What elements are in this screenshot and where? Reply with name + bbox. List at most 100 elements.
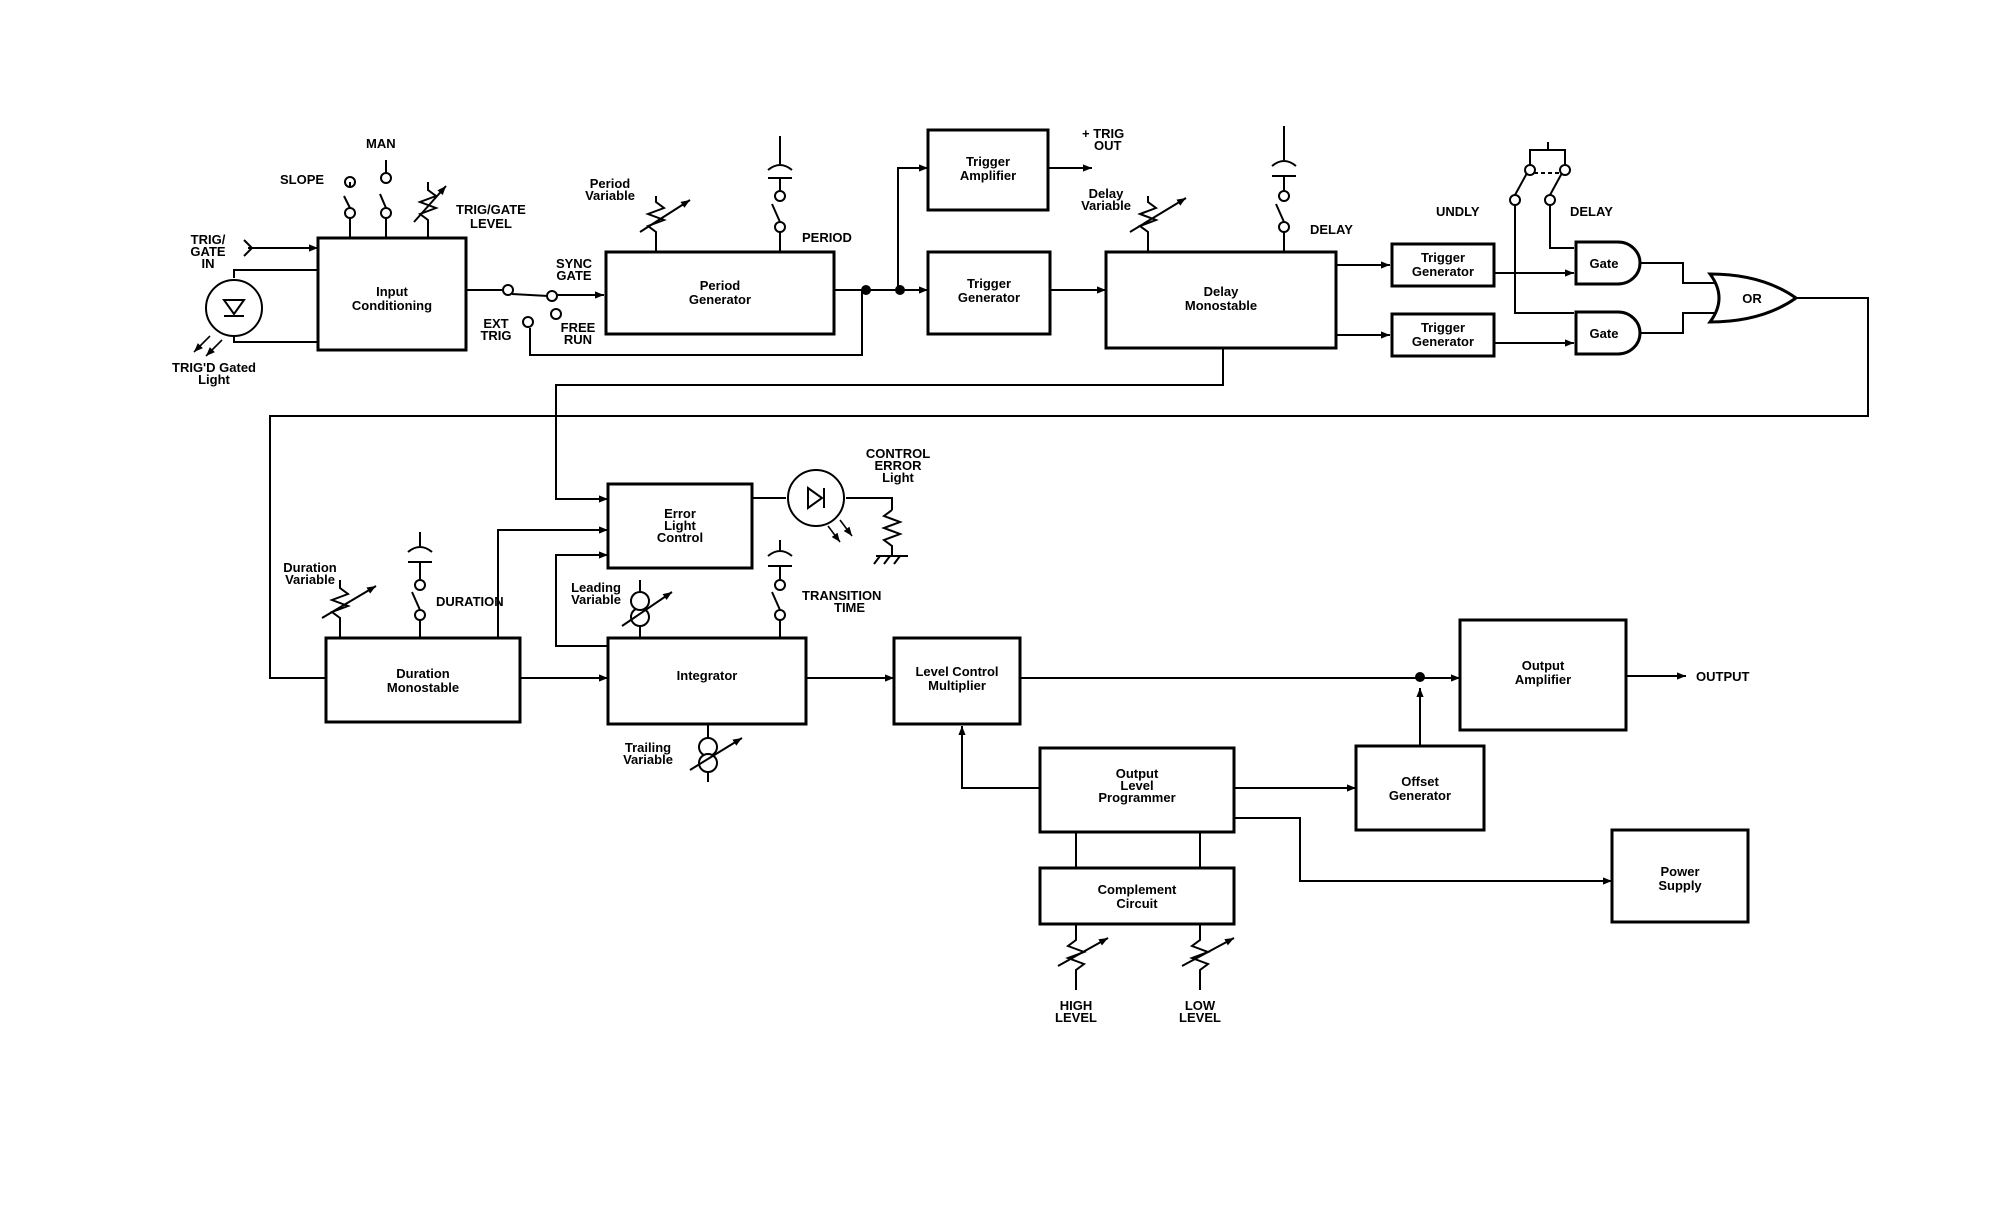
trig-gate-level-label-1: TRIG/GATE <box>456 202 526 217</box>
trig-gate-in-label-1: TRIG/ <box>191 232 226 247</box>
trig-gate-in-connector <box>243 239 254 257</box>
trig-gate-level-label-2: LEVEL <box>470 216 512 231</box>
period-variable-potentiometer <box>639 196 691 252</box>
duration-monostable-label-2: Monostable <box>387 680 459 695</box>
integrator-block: Integrator <box>606 636 808 726</box>
duration-capacitor-switch <box>407 532 433 640</box>
trigger-generator-lower-block: Trigger Generator <box>1390 312 1496 358</box>
junction-dots <box>861 285 1425 682</box>
ext-trig-label-2: TRIG <box>480 328 511 343</box>
complement-circuit-label-1: Complement <box>1098 882 1177 897</box>
sync-gate-label-2: GATE <box>556 268 591 283</box>
error-light-control-label-3: Control <box>657 530 703 545</box>
delay-capacitor-switch <box>1271 126 1297 252</box>
control-error-light-label-3: Light <box>882 470 914 485</box>
period-variable-label-1: Period <box>590 176 631 191</box>
trigger-amplifier-label-2: Amplifier <box>960 168 1016 183</box>
gate-lower-label: Gate <box>1590 326 1619 341</box>
offset-generator-label-2: Generator <box>1389 788 1451 803</box>
delay-monostable-label-1: Delay <box>1204 284 1239 299</box>
transition-time-capacitor-switch <box>767 540 793 640</box>
level-control-multiplier-block: Level Control Multiplier <box>892 636 1022 726</box>
duration-monostable-block: Duration Monostable <box>324 636 522 724</box>
undly-label: UNDLY <box>1436 204 1480 219</box>
error-light-control-label-2: Light <box>664 518 696 533</box>
trigger-generator-main-block: Trigger Generator <box>926 250 1052 336</box>
trigger-generator-upper-label-2: Generator <box>1412 264 1474 279</box>
control-error-light-led <box>787 469 908 565</box>
low-level-label-1: LOW <box>1185 998 1216 1013</box>
leading-variable-control <box>621 580 673 640</box>
delay-monostable-label-2: Monostable <box>1185 298 1257 313</box>
front-panel-controls <box>193 126 1571 990</box>
man-switch-symbol <box>379 160 392 240</box>
error-light-control-block: Error Light Control <box>606 482 754 570</box>
undly-delay-switch <box>1509 142 1571 206</box>
duration-variable-potentiometer <box>321 580 377 640</box>
duration-monostable-label-1: Duration <box>396 666 450 681</box>
trailing-variable-label-1: Trailing <box>625 740 671 755</box>
delay-variable-label-2: Variable <box>1081 198 1131 213</box>
period-capacitor-switch <box>767 136 793 252</box>
gate-upper: Gate <box>1574 240 1642 286</box>
integrator-label: Integrator <box>677 668 738 683</box>
period-generator-label-1: Period <box>700 278 741 293</box>
input-conditioning-label-2: Conditioning <box>352 298 432 313</box>
leading-variable-label-1: Leading <box>571 580 621 595</box>
output-level-programmer-label-2: Level <box>1120 778 1153 793</box>
high-level-potentiometer <box>1057 924 1109 990</box>
or-gate: OR <box>1707 272 1799 324</box>
period-generator-label-2: Generator <box>689 292 751 307</box>
sync-gate-switch-symbol <box>502 284 562 328</box>
level-control-multiplier-label-2: Multiplier <box>928 678 986 693</box>
power-supply-label-2: Supply <box>1658 878 1702 893</box>
control-error-light-label-2: ERROR <box>875 458 923 473</box>
slope-label: SLOPE <box>280 172 324 187</box>
delay-monostable-block: Delay Monostable <box>1104 250 1338 350</box>
leading-variable-label-2: Variable <box>571 592 621 607</box>
or-gate-label: OR <box>1742 291 1762 306</box>
free-run-label-1: FREE <box>561 320 596 335</box>
offset-generator-label-1: Offset <box>1401 774 1439 789</box>
man-label: MAN <box>366 136 396 151</box>
duration-variable-label-1: Duration <box>283 560 337 575</box>
offset-generator-block: Offset Generator <box>1354 744 1486 832</box>
signal-wires <box>233 164 1869 885</box>
power-supply-block: Power Supply <box>1610 828 1750 924</box>
complement-circuit-block: Complement Circuit <box>1038 866 1236 926</box>
period-label: PERIOD <box>802 230 852 245</box>
trigger-generator-upper-block: Trigger Generator <box>1390 242 1496 288</box>
trigger-amplifier-label-1: Trigger <box>966 154 1010 169</box>
trigger-generator-main-label-1: Trigger <box>967 276 1011 291</box>
output-amplifier-label-2: Amplifier <box>1515 672 1571 687</box>
output-level-programmer-label-3: Programmer <box>1098 790 1175 805</box>
trig-out-label-2: OUT <box>1094 138 1122 153</box>
delay-switch-label: DELAY <box>1310 222 1353 237</box>
output-level-programmer-block: Output Level Programmer <box>1038 746 1236 834</box>
output-label: OUTPUT <box>1696 669 1750 684</box>
low-level-potentiometer <box>1181 924 1235 990</box>
free-run-label-2: RUN <box>564 332 592 347</box>
trig-gate-in-label-2: GATE <box>190 244 225 259</box>
delay-variable-potentiometer <box>1129 196 1187 252</box>
trigger-amplifier-block: Trigger Amplifier <box>926 128 1050 212</box>
gate-upper-label: Gate <box>1590 256 1619 271</box>
duration-label: DURATION <box>436 594 504 609</box>
duration-variable-label-2: Variable <box>285 572 335 587</box>
trigd-gated-light-label-1: TRIG'D Gated <box>172 360 256 375</box>
power-supply-label-1: Power <box>1660 864 1699 879</box>
trailing-variable-control <box>689 724 743 782</box>
output-level-programmer-label-1: Output <box>1116 766 1159 781</box>
delay-variable-label-1: Delay <box>1089 186 1124 201</box>
error-light-control-label-1: Error <box>664 506 696 521</box>
output-amplifier-label-1: Output <box>1522 658 1565 673</box>
ext-trig-label-1: EXT <box>483 316 508 331</box>
trigger-generator-upper-label-1: Trigger <box>1421 250 1465 265</box>
level-control-multiplier-label-1: Level Control <box>915 664 998 679</box>
gate-lower: Gate <box>1574 310 1642 356</box>
control-labels: MAN SLOPE TRIG/GATE LEVEL TRIG/ GATE IN … <box>172 126 1750 1025</box>
trig-out-label-1: + TRIG <box>1082 126 1124 141</box>
complement-circuit-label-2: Circuit <box>1116 896 1158 911</box>
period-variable-label-2: Variable <box>585 188 635 203</box>
